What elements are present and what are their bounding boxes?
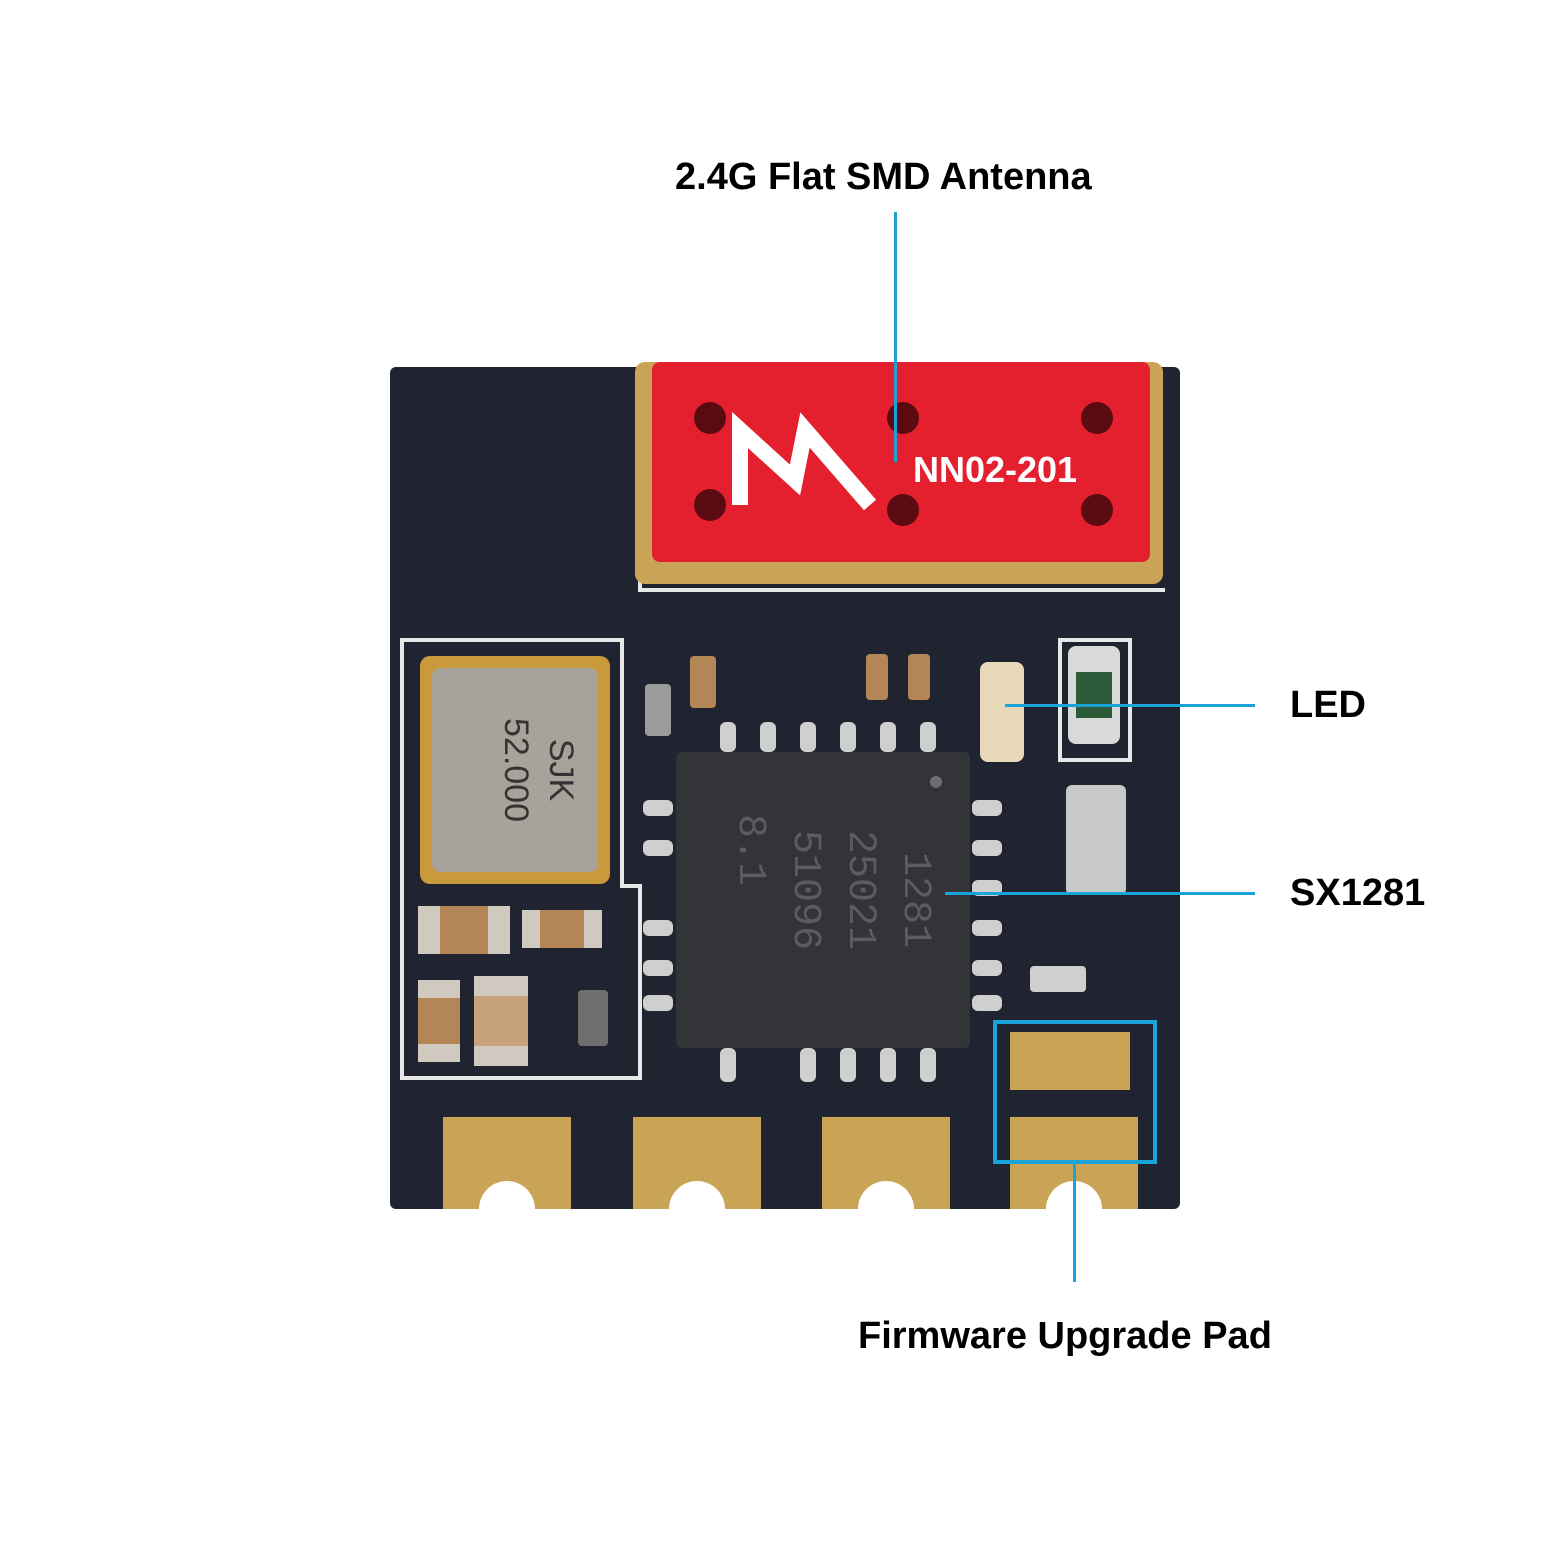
crystal-marking-line2: 52.000 bbox=[497, 718, 535, 822]
led-label: LED bbox=[1290, 684, 1366, 726]
antenna-label: 2.4G Flat SMD Antenna bbox=[675, 156, 1092, 198]
chip-pin1-dot bbox=[930, 776, 942, 788]
crystal-marking-line1: SJK bbox=[542, 739, 580, 802]
chip-marking-line3: 51096 bbox=[782, 830, 827, 950]
silkscreen-outline bbox=[400, 638, 642, 1080]
board-bottom-edge bbox=[380, 1209, 1200, 1229]
led-component bbox=[980, 662, 1024, 762]
pad-callout-line bbox=[1073, 1162, 1076, 1282]
chip-marking-line1: 1281 bbox=[892, 852, 937, 948]
chip-callout-line bbox=[945, 892, 1255, 895]
firmware-pad-top bbox=[1010, 1032, 1130, 1090]
chip-marking-line4: 8.1 bbox=[727, 814, 772, 886]
chip-marking-line2: 25021 bbox=[837, 830, 882, 950]
antenna-callout-line bbox=[894, 212, 897, 462]
sx1281-chip bbox=[676, 752, 970, 1048]
firmware-pad-label: Firmware Upgrade Pad bbox=[858, 1315, 1272, 1357]
antenna-marking: NN02-201 bbox=[913, 449, 1077, 490]
antenna-logo-icon bbox=[732, 411, 877, 511]
crystal-body bbox=[432, 668, 598, 872]
led-callout-line bbox=[1005, 704, 1255, 707]
chip-marking: 1281 25021 51096 8.1 bbox=[727, 814, 937, 950]
antenna-body bbox=[652, 362, 1150, 562]
passive-components bbox=[418, 646, 1126, 1066]
chip-pins bbox=[643, 722, 1002, 1082]
silkscreen-outline-led bbox=[1058, 638, 1132, 762]
chip-label: SX1281 bbox=[1290, 872, 1426, 914]
